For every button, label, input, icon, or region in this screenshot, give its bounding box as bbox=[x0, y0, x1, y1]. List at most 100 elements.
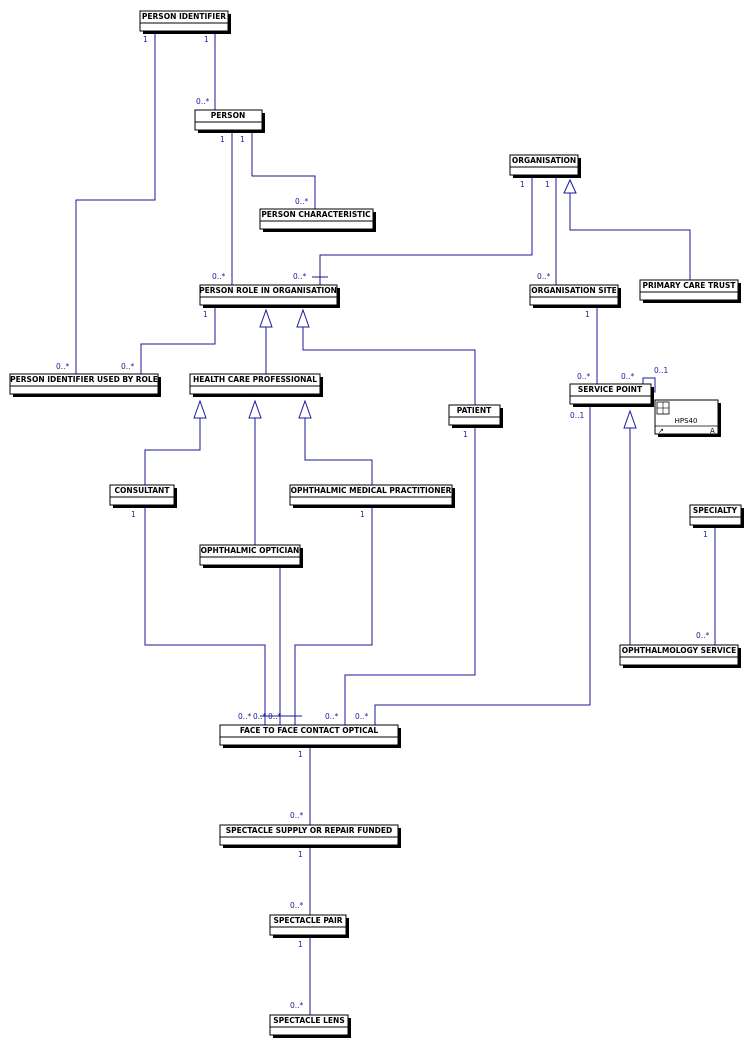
entity-service-point[interactable]: SERVICE POINT bbox=[569, 383, 654, 407]
entity-label: PERSON CHARACTERISTIC bbox=[261, 210, 371, 219]
entity-label: HEALTH CARE PROFESSIONAL bbox=[193, 375, 317, 384]
entity-label: ORGANISATION bbox=[512, 156, 576, 165]
multiplicity-label: 0..* bbox=[325, 712, 339, 721]
entity-primary-care-trust[interactable]: PRIMARY CARE TRUST bbox=[639, 279, 741, 303]
multiplicity-label: 0..* bbox=[293, 272, 307, 281]
link-patient-contact bbox=[344, 428, 476, 725]
entity-spectacle-pair[interactable]: SPECTACLE PAIR bbox=[269, 914, 349, 938]
multiplicity-label: 0..* bbox=[290, 811, 304, 820]
multiplicity-label: 0..* bbox=[696, 631, 710, 640]
multiplicity-label: 1 bbox=[204, 35, 209, 44]
arrow-icon: ↗ bbox=[658, 427, 664, 435]
entity-face-to-face-contact-optical[interactable]: FACE TO FACE CONTACT OPTICAL bbox=[219, 724, 401, 748]
multiplicity-label: 0..* bbox=[621, 372, 635, 381]
entity-person-identifier-used-by-role[interactable]: PERSON IDENTIFIER USED BY ROLE bbox=[9, 373, 161, 397]
link-person-identifier-used-by-role bbox=[75, 32, 156, 374]
entity-label: CONSULTANT bbox=[115, 486, 171, 495]
entity-organisation[interactable]: ORGANISATION bbox=[509, 154, 581, 178]
multiplicity-label: 1 bbox=[298, 850, 303, 859]
multiplicity-label: 1 bbox=[585, 310, 590, 319]
multiplicity-label: 0..* bbox=[268, 712, 282, 721]
reference-label: HPS40 bbox=[675, 417, 698, 425]
reference-box-hps40[interactable]: HPS40 ↗ A bbox=[654, 399, 721, 437]
entities: PERSON IDENTIFIER PERSON PERSON CHARACTE… bbox=[9, 10, 744, 1038]
entity-health-care-professional[interactable]: HEALTH CARE PROFESSIONAL bbox=[189, 373, 323, 397]
multiplicity-label: 1 bbox=[360, 510, 365, 519]
entity-label: PATIENT bbox=[457, 406, 492, 415]
multiplicity-label: 0..* bbox=[355, 712, 369, 721]
multiplicity-label: 1 bbox=[203, 310, 208, 319]
link-practitioner-contact bbox=[294, 508, 373, 725]
entity-label: PERSON ROLE IN ORGANISATION bbox=[199, 286, 337, 295]
multiplicity-label: 0..* bbox=[295, 197, 309, 206]
generalisation-role-hcp bbox=[259, 308, 273, 328]
generalisation-hcp-consultant bbox=[193, 399, 207, 419]
entity-ophthalmology-service[interactable]: OPHTHALMOLOGY SERVICE bbox=[619, 644, 741, 668]
entity-label: OPHTHALMIC MEDICAL PRACTITIONER bbox=[291, 486, 452, 495]
entity-label: OPHTHALMIC OPTICIAN bbox=[201, 546, 300, 555]
generalisation-hcp-practitioner bbox=[298, 399, 312, 419]
entity-patient[interactable]: PATIENT bbox=[448, 404, 503, 428]
multiplicity-label: 0..* bbox=[577, 372, 591, 381]
entity-label: PRIMARY CARE TRUST bbox=[642, 281, 736, 290]
multiplicity-label: 1 bbox=[298, 750, 303, 759]
multiplicity-label: 0..1 bbox=[654, 366, 669, 375]
entity-person[interactable]: PERSON bbox=[194, 109, 265, 133]
entity-label: FACE TO FACE CONTACT OPTICAL bbox=[240, 726, 379, 735]
entity-spectacle-supply-or-repair-funded[interactable]: SPECTACLE SUPPLY OR REPAIR FUNDED bbox=[219, 824, 401, 848]
multiplicity-label: 0..* bbox=[56, 362, 70, 371]
entity-label: PERSON IDENTIFIER bbox=[142, 12, 226, 21]
entity-label: SPECTACLE SUPPLY OR REPAIR FUNDED bbox=[226, 826, 393, 835]
entity-label: PERSON IDENTIFIER USED BY ROLE bbox=[10, 375, 158, 384]
entity-label: SPECTACLE LENS bbox=[273, 1016, 344, 1025]
entity-ophthalmic-optician[interactable]: OPHTHALMIC OPTICIAN bbox=[199, 544, 303, 568]
link-consultant-contact bbox=[144, 508, 266, 725]
multiplicity-label: 0..* bbox=[196, 97, 210, 106]
multiplicity-label: 0..* bbox=[238, 712, 252, 721]
link-patient bbox=[302, 327, 476, 405]
link-service-point-contact bbox=[374, 407, 591, 725]
entity-label: SPECIALTY bbox=[693, 506, 738, 515]
reference-corner-letter: A bbox=[710, 427, 715, 435]
entity-label: PERSON bbox=[211, 111, 245, 120]
entity-specialty[interactable]: SPECIALTY bbox=[689, 504, 744, 528]
link-organisation-role bbox=[319, 176, 533, 285]
multiplicity-label: 1 bbox=[520, 180, 525, 189]
multiplicity-label: 1 bbox=[298, 940, 303, 949]
multiplicity-label: 0..* bbox=[121, 362, 135, 371]
link-consultant bbox=[144, 418, 201, 485]
link-primary-care-trust bbox=[569, 193, 691, 280]
multiplicity-label: 1 bbox=[143, 35, 148, 44]
entity-label: ORGANISATION SITE bbox=[531, 286, 616, 295]
entity-person-characteristic[interactable]: PERSON CHARACTERISTIC bbox=[259, 208, 376, 232]
entity-person-identifier[interactable]: PERSON IDENTIFIER bbox=[139, 10, 231, 34]
generalisation-role-patient bbox=[296, 308, 310, 328]
multiplicity-label: 0..1 bbox=[570, 411, 585, 420]
generalisation-organisation bbox=[563, 178, 577, 194]
entity-label: OPHTHALMOLOGY SERVICE bbox=[622, 646, 736, 655]
link-role-identifier-used bbox=[140, 306, 216, 374]
generalisation-service-point bbox=[623, 409, 637, 429]
generalisation-hcp-optician bbox=[248, 399, 262, 419]
entity-label: SERVICE POINT bbox=[578, 385, 643, 394]
multiplicity-label: 0..* bbox=[212, 272, 226, 281]
entity-spectacle-lens[interactable]: SPECTACLE LENS bbox=[269, 1014, 351, 1038]
entity-label: SPECTACLE PAIR bbox=[273, 916, 342, 925]
multiplicity-label: 0..* bbox=[290, 901, 304, 910]
entity-consultant[interactable]: CONSULTANT bbox=[109, 484, 177, 508]
multiplicity-label: 0..* bbox=[537, 272, 551, 281]
link-ophthalmic-medical-practitioner bbox=[304, 418, 373, 485]
multiplicity-label: 1 bbox=[240, 135, 245, 144]
multiplicity-label: 0..* bbox=[290, 1001, 304, 1010]
connectors bbox=[75, 32, 716, 1015]
multiplicity-label: 1 bbox=[545, 180, 550, 189]
multiplicity-label: 1 bbox=[131, 510, 136, 519]
entity-ophthalmic-medical-practitioner[interactable]: OPHTHALMIC MEDICAL PRACTITIONER bbox=[289, 484, 455, 508]
multiplicity-label: 1 bbox=[220, 135, 225, 144]
entity-organisation-site[interactable]: ORGANISATION SITE bbox=[529, 284, 621, 308]
multiplicity-labels: 1 1 0..* 1 1 0..* 0..* 1 1 0..* 0..* 1 0… bbox=[56, 35, 710, 1010]
multiplicity-label: 1 bbox=[463, 430, 468, 439]
link-person-characteristic bbox=[251, 131, 316, 209]
entity-person-role-in-organisation[interactable]: PERSON ROLE IN ORGANISATION bbox=[199, 284, 340, 308]
